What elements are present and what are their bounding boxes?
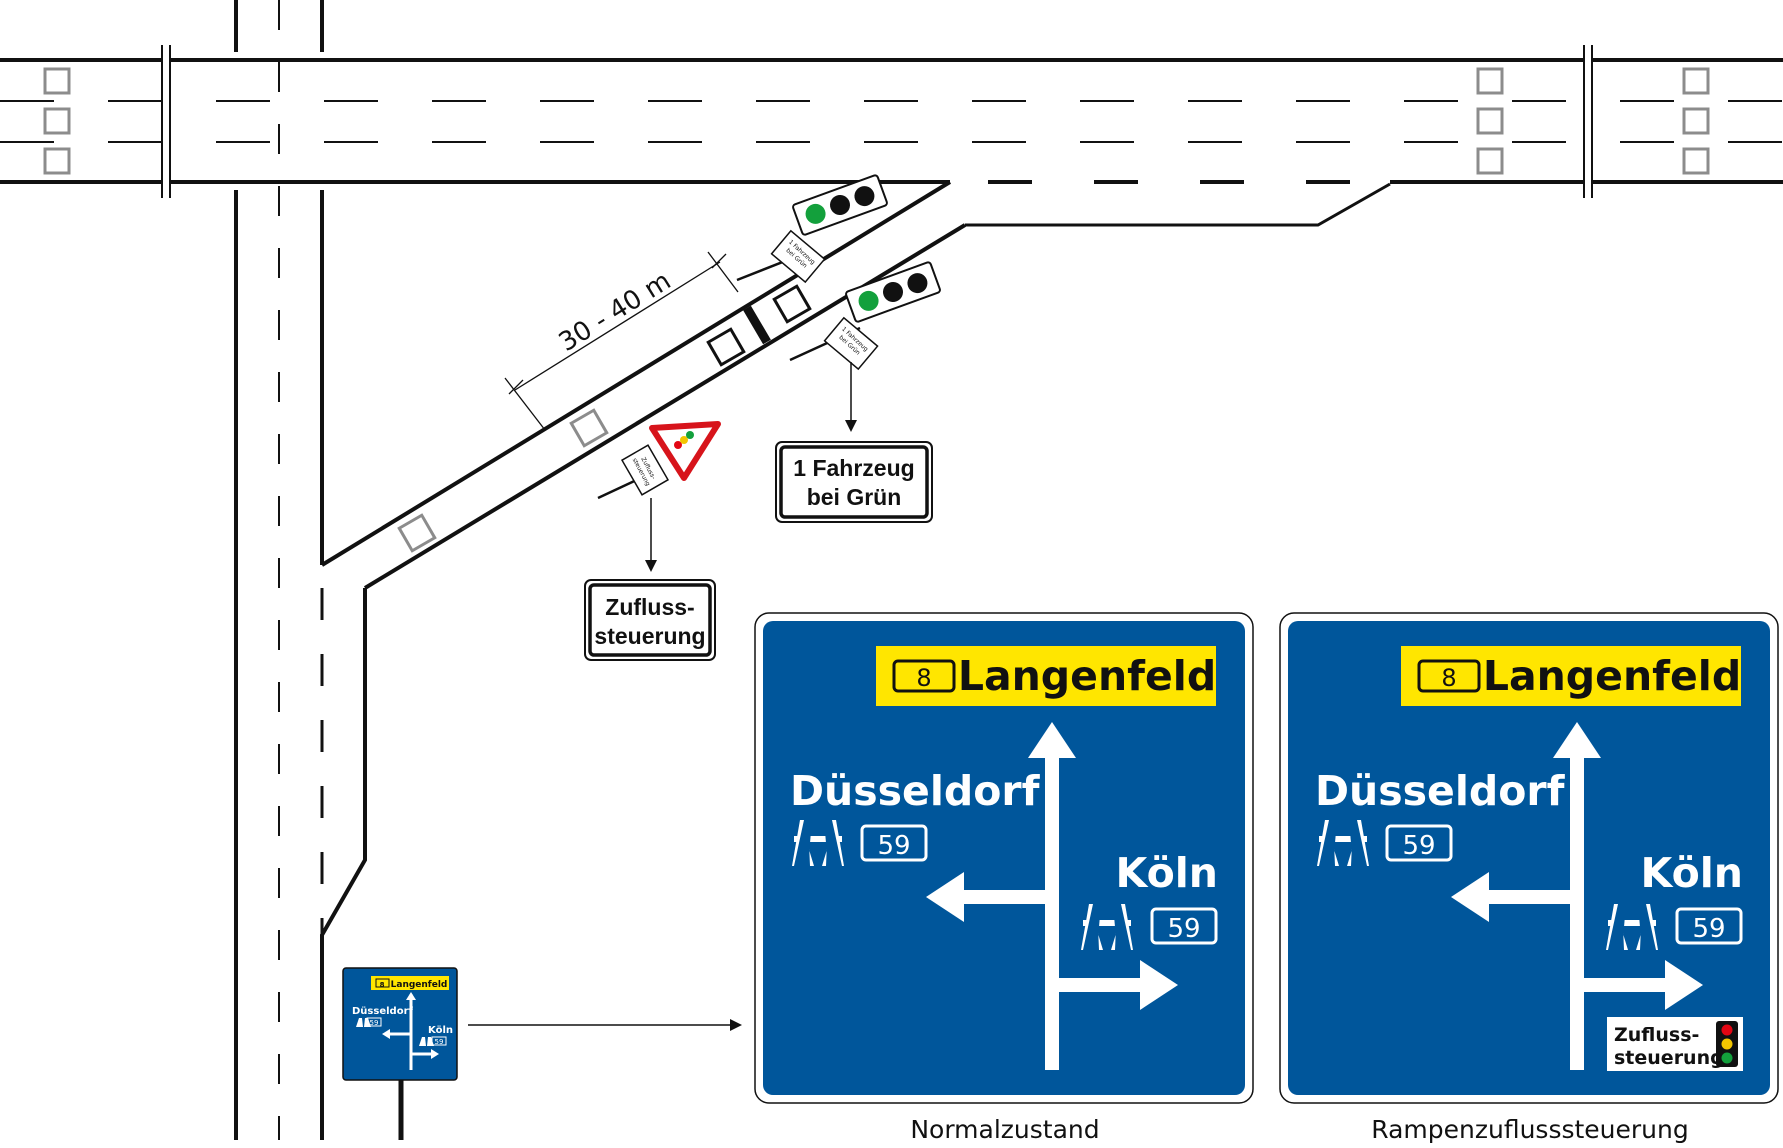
- distance-label: 30 - 40 m: [554, 266, 676, 358]
- panel-normal-left-destination: Düsseldorf: [790, 767, 1041, 815]
- panel-normal-right-route: 59: [1167, 914, 1200, 944]
- motorway-main: [0, 45, 1783, 227]
- distance-dimension: [504, 251, 739, 431]
- ramp-signal-1: 1 Fahrzeug bei Grün: [770, 174, 888, 284]
- small-sign-route-left: 59: [370, 1019, 379, 1027]
- small-sign-duesseldorf: Düsseldorf: [352, 1006, 413, 1017]
- caption-normal: Normalzustand: [910, 1115, 1099, 1144]
- panel-normal-right-destination: Köln: [1116, 849, 1218, 897]
- small-sign-langenfeld: Langenfeld: [391, 980, 448, 990]
- panel-ramp-top-destination: Langenfeld: [1483, 652, 1741, 700]
- loop-detectors-ramp: [397, 284, 812, 553]
- sign-inflow-control: Zufluss- steuerung: [584, 579, 716, 661]
- warning-sign-traffic-light: Zufluss- steuerung: [620, 421, 721, 496]
- sign-one-vehicle-line1: 1 Fahrzeug: [793, 455, 914, 481]
- metering-green-light: [1721, 1052, 1733, 1064]
- sign-one-vehicle-line2: bei Grün: [807, 484, 902, 510]
- metering-label-line1: Zufluss-: [1614, 1024, 1699, 1046]
- metering-indicator: Zufluss- steuerung: [1607, 1017, 1743, 1071]
- panel-ramp-left-route: 59: [1402, 831, 1435, 861]
- caption-ramp-metering: Rampenzuflusssteuerung: [1371, 1115, 1688, 1144]
- ramp-signal-2: 1 Fahrzeug bei Grün: [823, 261, 941, 371]
- panel-ramp-metering: 8 Langenfeld Düsseldorf 59 Köln 59 Zuflu…: [1279, 612, 1779, 1104]
- panel-ramp-right-destination: Köln: [1641, 849, 1743, 897]
- callout-arrows: [468, 362, 857, 1031]
- panel-ramp-exit: 8: [1441, 664, 1456, 692]
- crossing-road: [234, 0, 367, 1140]
- panel-ramp-right-route: 59: [1692, 914, 1725, 944]
- sign-one-vehicle-per-green: 1 Fahrzeug bei Grün: [775, 441, 933, 523]
- loop-detectors-motorway: [43, 67, 1710, 175]
- panel-normal: 8 Langenfeld Düsseldorf 59 Köln 59: [754, 612, 1254, 1104]
- small-sign-koeln: Köln: [428, 1025, 453, 1036]
- panel-ramp-left-destination: Düsseldorf: [1315, 767, 1566, 815]
- metering-red-light: [1721, 1024, 1733, 1036]
- panel-normal-top-destination: Langenfeld: [958, 652, 1216, 700]
- panel-normal-exit: 8: [916, 664, 931, 692]
- small-sign-exit: 8: [380, 981, 385, 989]
- sign-inflow-line1: Zufluss-: [605, 594, 694, 620]
- sign-inflow-line2: steuerung: [594, 623, 705, 649]
- small-sign-route-right: 59: [435, 1038, 444, 1046]
- metering-label-line2: steuerung: [1614, 1047, 1724, 1069]
- small-guide-sign: 8 Langenfeld Düsseldorf 59 Köln 59: [342, 967, 458, 1140]
- panel-normal-left-route: 59: [877, 831, 910, 861]
- metering-yellow-light: [1721, 1038, 1733, 1050]
